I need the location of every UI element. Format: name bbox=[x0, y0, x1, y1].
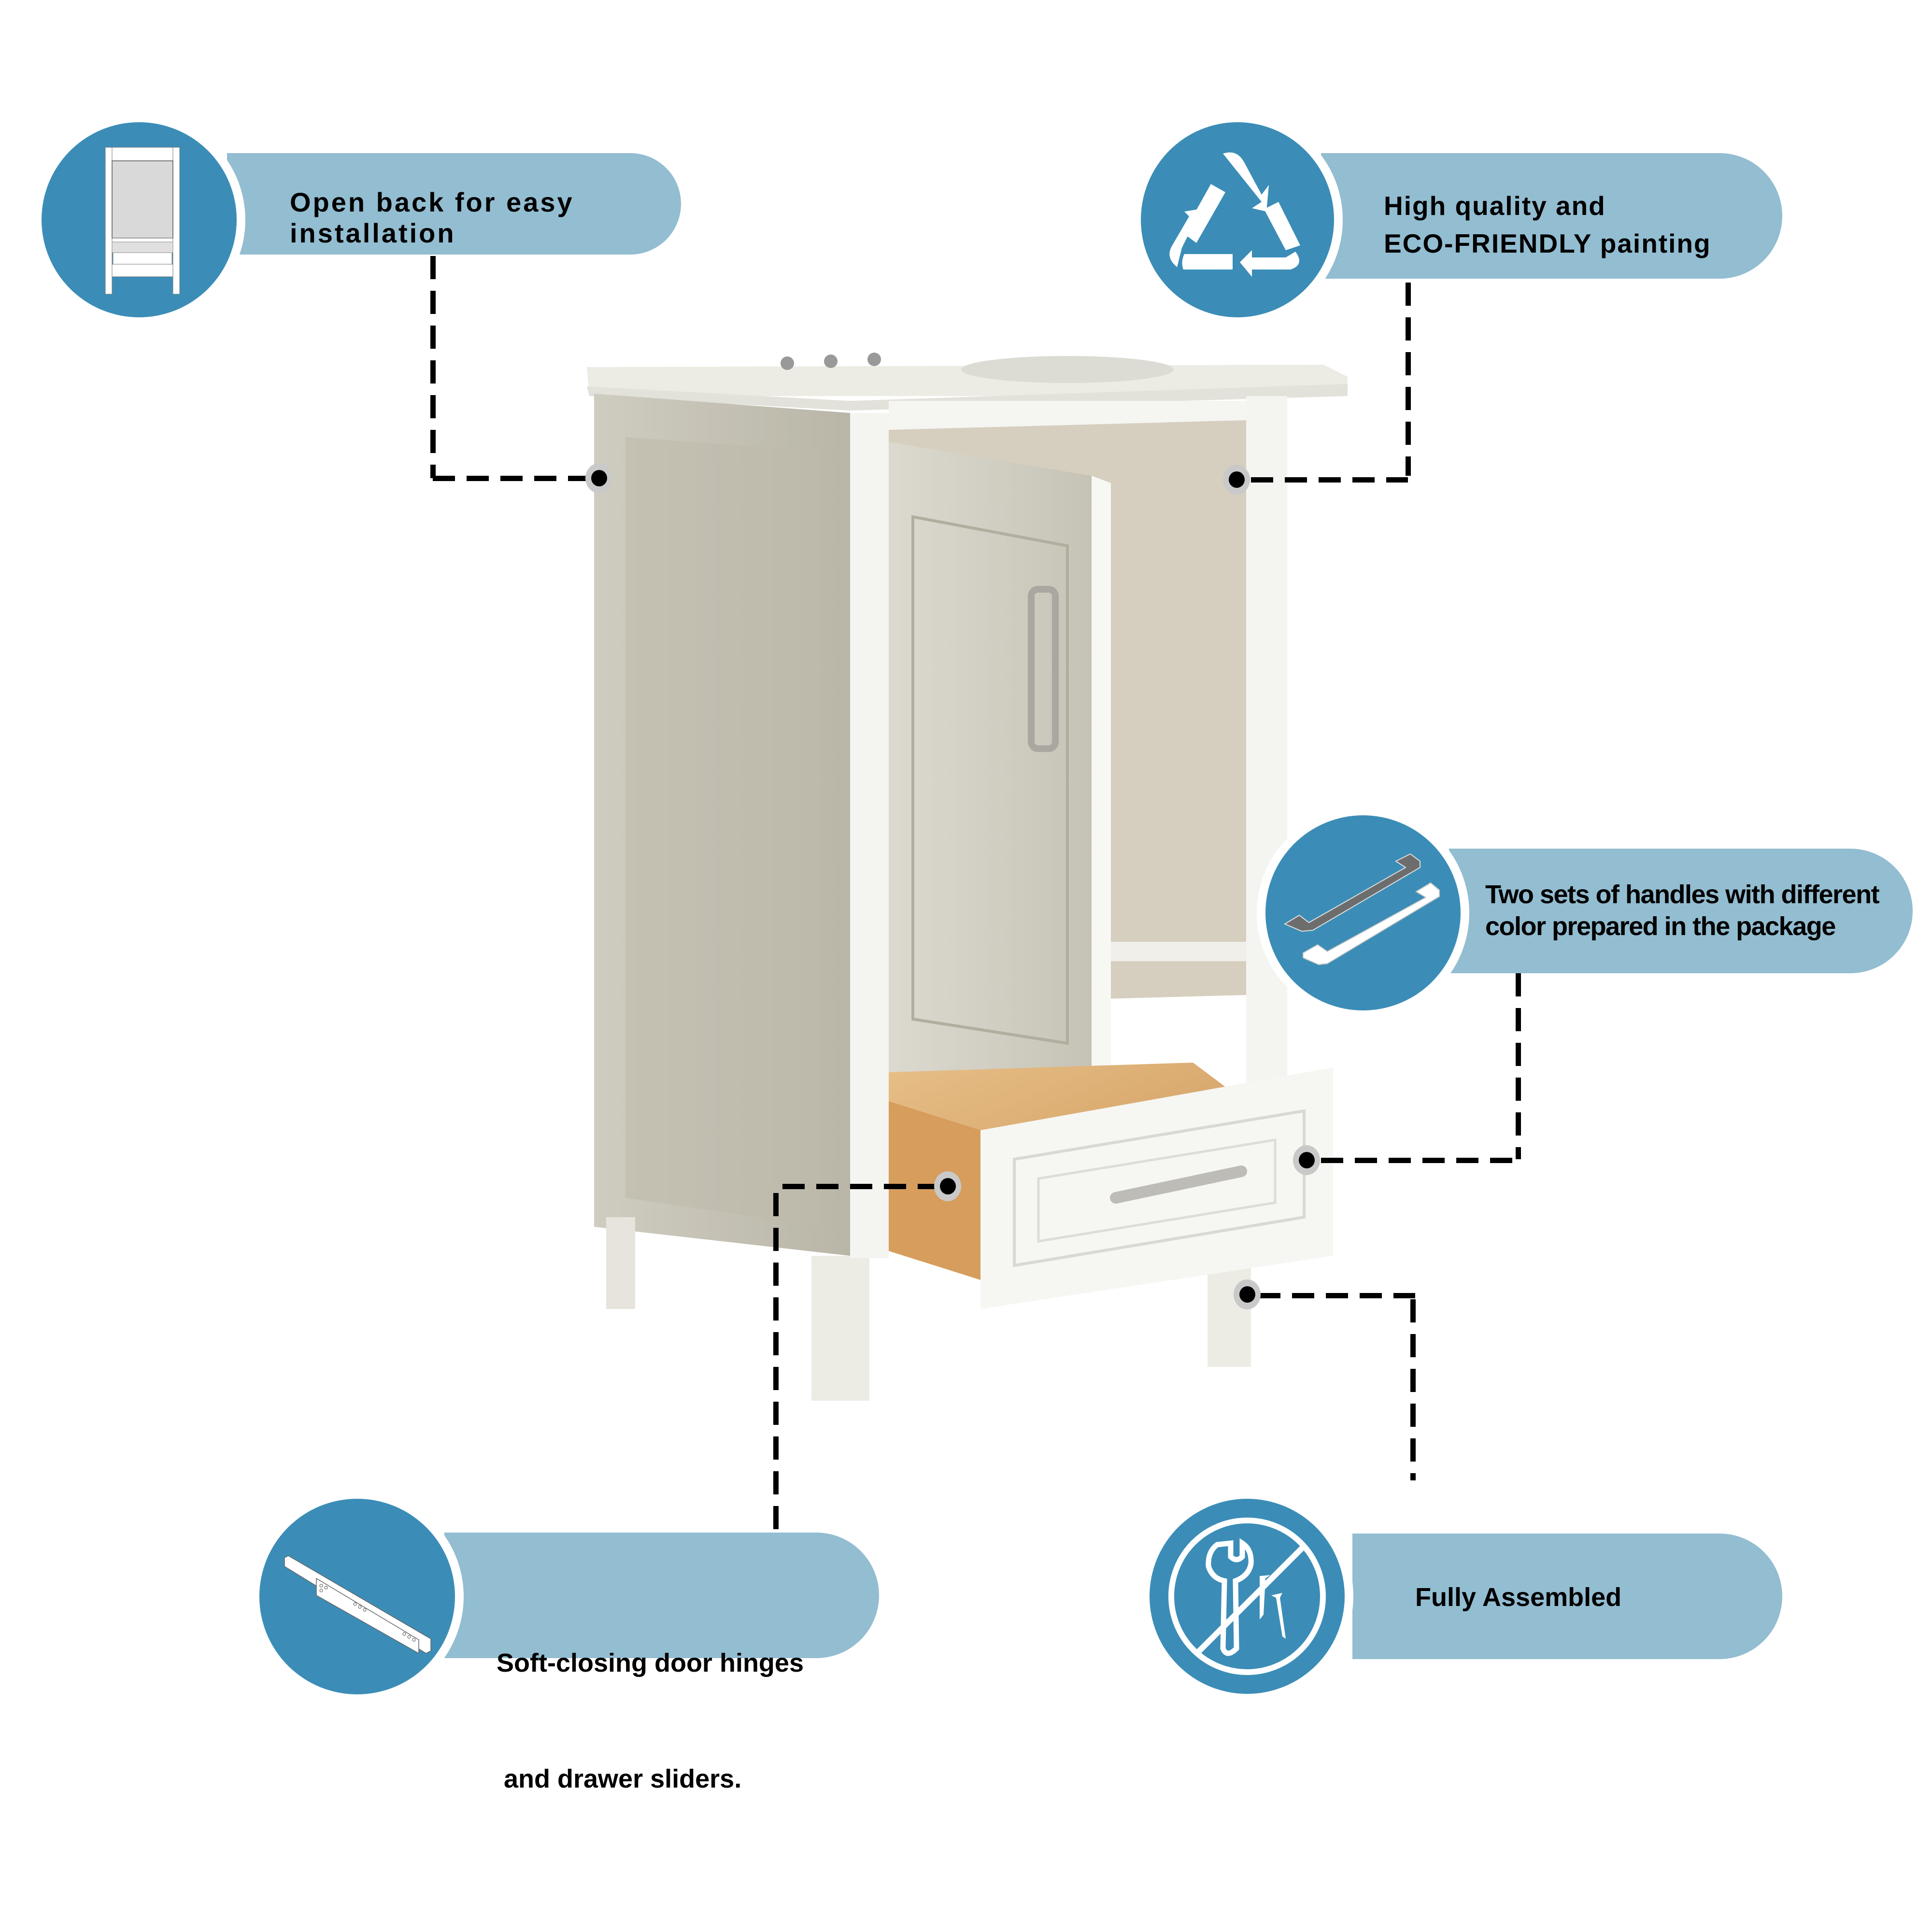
callout-open-back: Open back for easy installation bbox=[227, 153, 681, 255]
connector-open-back-vertical bbox=[430, 256, 436, 478]
recycle-icon bbox=[1141, 122, 1334, 317]
callout-eco-painting: High quality and ECO-FRIENDLY painting bbox=[1321, 153, 1782, 279]
callout-fully-assembled: Fully Assembled bbox=[1352, 1534, 1782, 1659]
marker-dot-side-panel bbox=[585, 463, 612, 493]
no-tools-icon bbox=[1150, 1499, 1345, 1694]
marker-dot-drawer-handle bbox=[1293, 1145, 1320, 1175]
connector-open-back-horizontal bbox=[433, 476, 587, 481]
marker-dot-drawer-box bbox=[934, 1171, 961, 1201]
connector-eco-vertical bbox=[1406, 283, 1411, 476]
callout-handles: Two sets of handles with different color… bbox=[1449, 849, 1913, 973]
connector-slider-horizontal bbox=[782, 1184, 937, 1189]
connector-eco-horizontal bbox=[1251, 477, 1408, 483]
callout-eco-painting-text: High quality and ECO-FRIENDLY painting bbox=[1384, 191, 1711, 258]
connector-handles-horizontal bbox=[1321, 1158, 1518, 1163]
handles-icon bbox=[1265, 815, 1461, 1010]
marker-dot-leg bbox=[1234, 1279, 1261, 1309]
vanity-cabinet-image bbox=[580, 348, 1430, 1439]
marker-dot-front-frame bbox=[1223, 465, 1250, 495]
cabinet-back-icon bbox=[42, 122, 237, 317]
callout-soft-closing-text: Soft-closing door hinges and drawer slid… bbox=[497, 1648, 804, 1793]
connector-assembled-vertical bbox=[1410, 1299, 1416, 1480]
callout-soft-closing: Soft-closing door hinges and drawer slid… bbox=[444, 1533, 879, 1793]
connector-slider-vertical bbox=[773, 1193, 779, 1536]
drawer-slider-icon bbox=[259, 1499, 455, 1694]
connector-handles-vertical bbox=[1516, 973, 1521, 1159]
callout-fully-assembled-text: Fully Assembled bbox=[1415, 1583, 1622, 1612]
callout-open-back-text: Open back for easy installation bbox=[290, 187, 574, 248]
callout-handles-text: Two sets of handles with different color… bbox=[1485, 880, 1880, 941]
connector-assembled-horizontal bbox=[1258, 1293, 1415, 1298]
